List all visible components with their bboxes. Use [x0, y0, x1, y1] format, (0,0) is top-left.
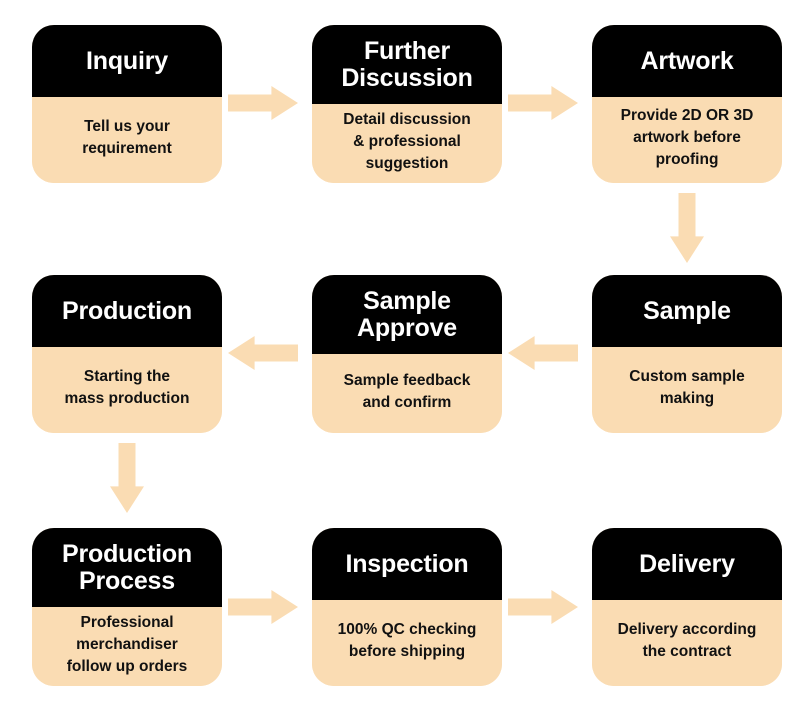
- node-production-body: Starting the mass production: [32, 347, 222, 433]
- node-inquiry-title: Inquiry: [32, 25, 222, 97]
- node-production-title: Production: [32, 275, 222, 347]
- node-inquiry[interactable]: Inquiry Tell us your requirement: [32, 25, 222, 183]
- node-delivery-title: Delivery: [592, 528, 782, 600]
- arrow-further-discussion-to-artwork: [508, 86, 578, 120]
- arrow-inquiry-to-further-discussion: [228, 86, 298, 120]
- node-sample-approve-body: Sample feedback and confirm: [312, 354, 502, 433]
- node-inspection-title: Inspection: [312, 528, 502, 600]
- node-sample-title: Sample: [592, 275, 782, 347]
- node-further-discussion-title: Further Discussion: [312, 25, 502, 104]
- node-further-discussion-body: Detail discussion & professional suggest…: [312, 104, 502, 183]
- node-inspection[interactable]: Inspection 100% QC checking before shipp…: [312, 528, 502, 686]
- node-inquiry-body: Tell us your requirement: [32, 97, 222, 183]
- node-production-process-title: Production Process: [32, 528, 222, 607]
- node-delivery-body: Delivery according the contract: [592, 600, 782, 686]
- arrow-sample-to-sample-approve: [508, 336, 578, 370]
- node-production[interactable]: Production Starting the mass production: [32, 275, 222, 433]
- arrow-sample-approve-to-production: [228, 336, 298, 370]
- node-artwork-body: Provide 2D OR 3D artwork before proofing: [592, 97, 782, 183]
- arrow-artwork-to-sample: [670, 193, 704, 263]
- node-sample[interactable]: Sample Custom sample making: [592, 275, 782, 433]
- node-sample-body: Custom sample making: [592, 347, 782, 433]
- node-artwork-title: Artwork: [592, 25, 782, 97]
- node-further-discussion[interactable]: Further Discussion Detail discussion & p…: [312, 25, 502, 183]
- node-sample-approve-title: Sample Approve: [312, 275, 502, 354]
- node-inspection-body: 100% QC checking before shipping: [312, 600, 502, 686]
- node-production-process[interactable]: Production Process Professional merchand…: [32, 528, 222, 686]
- arrow-production-process-to-inspection: [228, 590, 298, 624]
- node-artwork[interactable]: Artwork Provide 2D OR 3D artwork before …: [592, 25, 782, 183]
- arrow-production-to-production-process: [110, 443, 144, 513]
- node-delivery[interactable]: Delivery Delivery according the contract: [592, 528, 782, 686]
- node-sample-approve[interactable]: Sample Approve Sample feedback and confi…: [312, 275, 502, 433]
- node-production-process-body: Professional merchandiser follow up orde…: [32, 607, 222, 686]
- arrow-inspection-to-delivery: [508, 590, 578, 624]
